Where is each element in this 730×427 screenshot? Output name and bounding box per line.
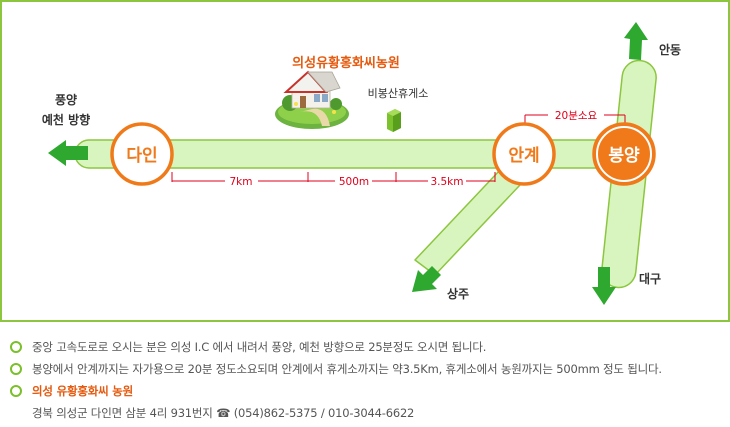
route-map: 7km 500m 3.5km 20분소요 다인 안계 봉양: [0, 0, 730, 322]
info-row-title: 의성 유황홍화씨 농원: [10, 380, 722, 402]
dir-pungyang: 풍양: [55, 92, 77, 107]
place-bongyang: 봉양: [592, 122, 656, 186]
rest-area-label: 비봉산휴게소: [368, 87, 429, 100]
info-row-2: 봉양에서 안계까지는 자가용으로 20분 정도소요되며 안계에서 휴게소까지는 …: [10, 358, 722, 380]
directions-info: 중앙 고속도로로 오시는 분은 의성 I.C 에서 내려서 풍양, 예천 방향으…: [10, 336, 722, 424]
farm-title: 의성 유황홍화씨 농원: [32, 384, 134, 398]
arrow-sangju-icon: [412, 266, 441, 292]
distance-500m: 500m: [339, 176, 369, 188]
place-bongyang-label: 봉양: [608, 146, 640, 166]
bullet-icon: [10, 363, 22, 375]
dir-sangju: 상주: [447, 286, 469, 301]
info-text-2: 봉양에서 안계까지는 자가용으로 20분 정도소요되며 안계에서 휴게소까지는 …: [32, 362, 662, 376]
bullet-icon: [10, 385, 22, 397]
distance-7km: 7km: [230, 176, 253, 188]
distance-3-5km: 3.5km: [430, 176, 463, 188]
rest-area-icon: [387, 109, 401, 132]
distance-labels: 7km 500m 3.5km 20분소요: [230, 110, 598, 188]
dir-andong: 안동: [659, 42, 681, 57]
dir-daegu: 대구: [639, 272, 661, 286]
place-dain-label: 다인: [126, 146, 157, 166]
dir-yecheon: 예천 방향: [42, 112, 90, 127]
arrow-down-icon: [592, 267, 616, 305]
info-row-1: 중앙 고속도로로 오시는 분은 의성 I.C 에서 내려서 풍양, 예천 방향으…: [10, 336, 722, 358]
bullet-icon: [10, 341, 22, 353]
place-angye-label: 안계: [508, 146, 539, 166]
info-text-1: 중앙 고속도로로 오시는 분은 의성 I.C 에서 내려서 풍양, 예천 방향으…: [32, 340, 487, 354]
place-angye: 안계: [492, 122, 556, 186]
farm-house-icon: [275, 70, 349, 129]
travel-time: 20분소요: [555, 110, 598, 122]
farm-address: 경북 의성군 다인면 삼분 4리 931번지 ☎ (054)862-5375 /…: [32, 406, 415, 420]
distance-markers: [171, 114, 626, 182]
place-dain: 다인: [110, 122, 174, 186]
direction-arrows: [48, 22, 648, 305]
place-nodes: 다인 안계 봉양: [110, 122, 656, 186]
farm-name-label: 의성유황홍화씨농원: [292, 55, 400, 71]
arrow-up-icon: [624, 22, 648, 60]
direction-labels: 풍양 예천 방향 안동 대구 상주: [42, 42, 681, 301]
arrow-left-icon: [48, 140, 88, 166]
